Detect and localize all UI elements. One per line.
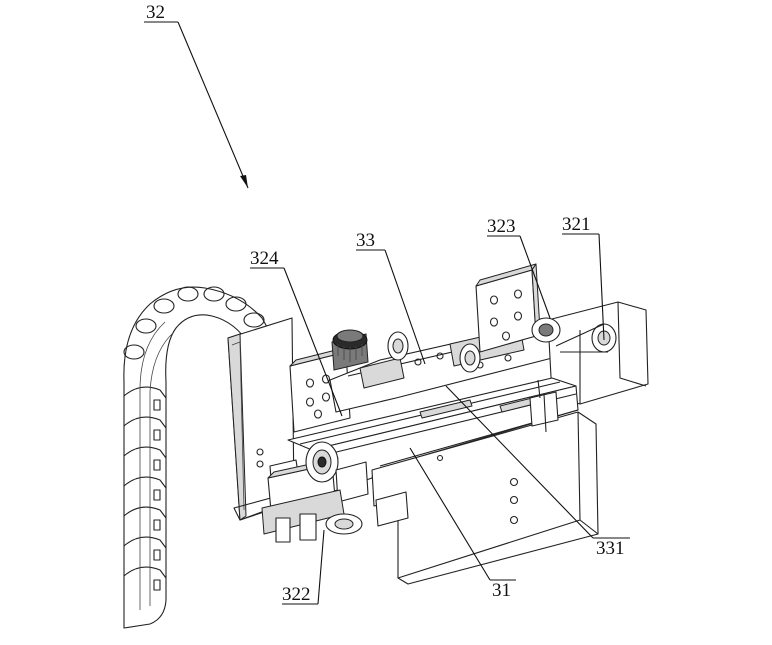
label-31: 31 bbox=[492, 580, 511, 601]
gear-motor bbox=[331, 329, 369, 371]
chain-link bbox=[243, 312, 265, 328]
label-331: 331 bbox=[596, 538, 625, 559]
label-321: 321 bbox=[562, 214, 591, 235]
chain-link bbox=[123, 506, 167, 519]
chain-link bbox=[123, 386, 167, 399]
chain-link bbox=[123, 344, 145, 360]
label-323: 323 bbox=[487, 216, 516, 237]
chain-link-window bbox=[153, 459, 161, 471]
chain-link-window bbox=[153, 579, 161, 591]
end-housing bbox=[531, 301, 649, 405]
chain-link bbox=[123, 476, 167, 489]
idler-pulleys bbox=[387, 331, 481, 373]
chain-link-window bbox=[153, 489, 161, 501]
chain-link bbox=[123, 446, 167, 459]
chain-link-window bbox=[153, 429, 161, 441]
chain-link bbox=[177, 286, 199, 302]
reference-labels: 32 33 323 321 324 331 31 322 bbox=[146, 2, 625, 605]
chain-link bbox=[123, 416, 167, 429]
rail-clamp bbox=[529, 379, 559, 433]
right-holed-block bbox=[475, 263, 541, 353]
chain-link-window bbox=[153, 519, 161, 531]
chain-link bbox=[123, 536, 167, 549]
chain-link bbox=[203, 286, 225, 302]
chain-link bbox=[123, 566, 167, 579]
label-32: 32 bbox=[146, 2, 165, 23]
chain-link bbox=[135, 318, 157, 334]
front-roller-assembly bbox=[256, 441, 409, 543]
chain-link bbox=[225, 296, 247, 312]
label-324: 324 bbox=[250, 248, 279, 269]
chain-link-window bbox=[153, 399, 161, 411]
leader-lines bbox=[144, 21, 630, 605]
label-33: 33 bbox=[356, 230, 375, 251]
chain-link-window bbox=[153, 549, 161, 561]
chain-link bbox=[153, 298, 175, 314]
label-322: 322 bbox=[282, 584, 311, 605]
